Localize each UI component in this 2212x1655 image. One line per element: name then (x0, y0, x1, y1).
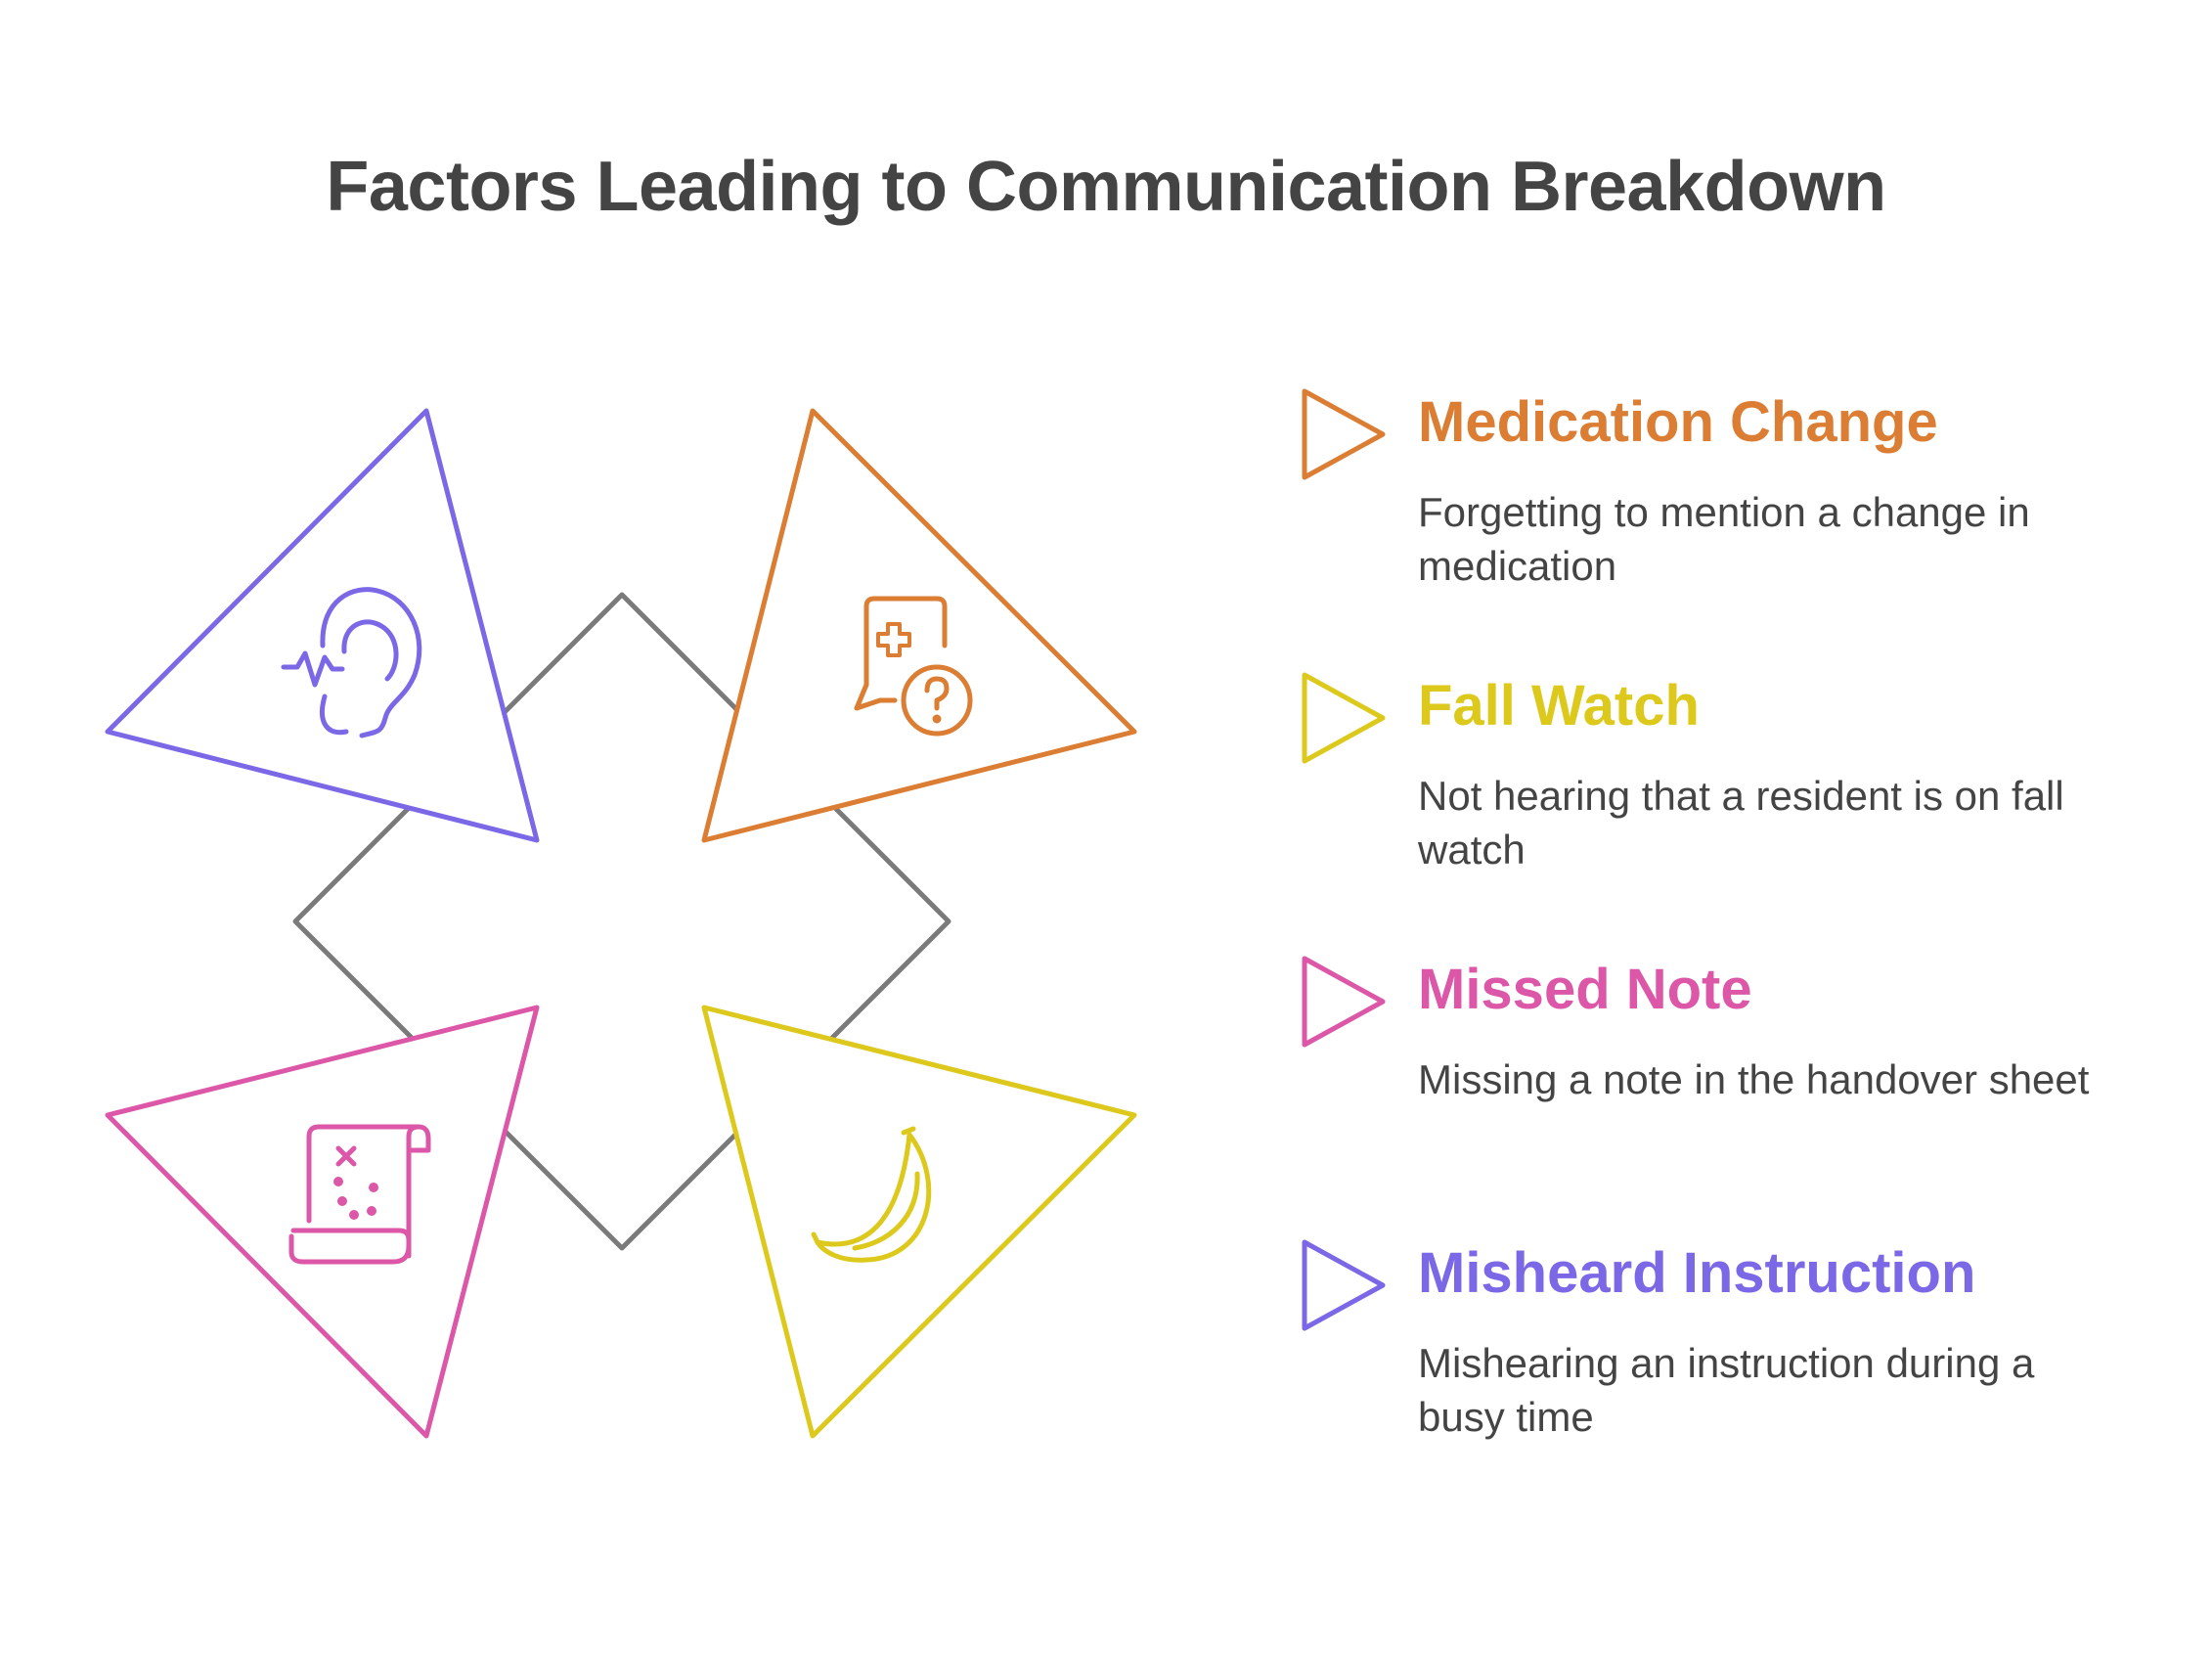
item-description: Mishearing an instruction during a busy … (1418, 1340, 2035, 1440)
item-description: Missing a note in the handover sheet (1418, 1056, 2090, 1102)
item-description: Not hearing that a resident is on fall w… (1418, 773, 2064, 872)
triangle-missed-note (105, 1005, 540, 1439)
item-heading: Misheard Instruction (1418, 1241, 1976, 1305)
scroll-map-icon (288, 1124, 431, 1265)
item-description: Forgetting to mention a change in medica… (1418, 489, 2030, 589)
ear-sound-icon (281, 587, 422, 738)
play-triangle-icon (1302, 1239, 1386, 1331)
play-triangle-icon (1302, 388, 1386, 480)
triangle-fall-watch (701, 1005, 1137, 1439)
play-triangle-icon (1302, 956, 1386, 1048)
title: Factors Leading to Communication Breakdo… (326, 148, 1886, 226)
medical-question-chat-icon (854, 596, 973, 737)
play-triangle-icon (1302, 672, 1386, 764)
banana-icon (811, 1126, 932, 1263)
item-heading: Medication Change (1418, 390, 1938, 454)
item-heading: Fall Watch (1418, 674, 1700, 738)
item-heading: Missed Note (1418, 958, 1752, 1021)
triangle-medication (701, 408, 1137, 843)
